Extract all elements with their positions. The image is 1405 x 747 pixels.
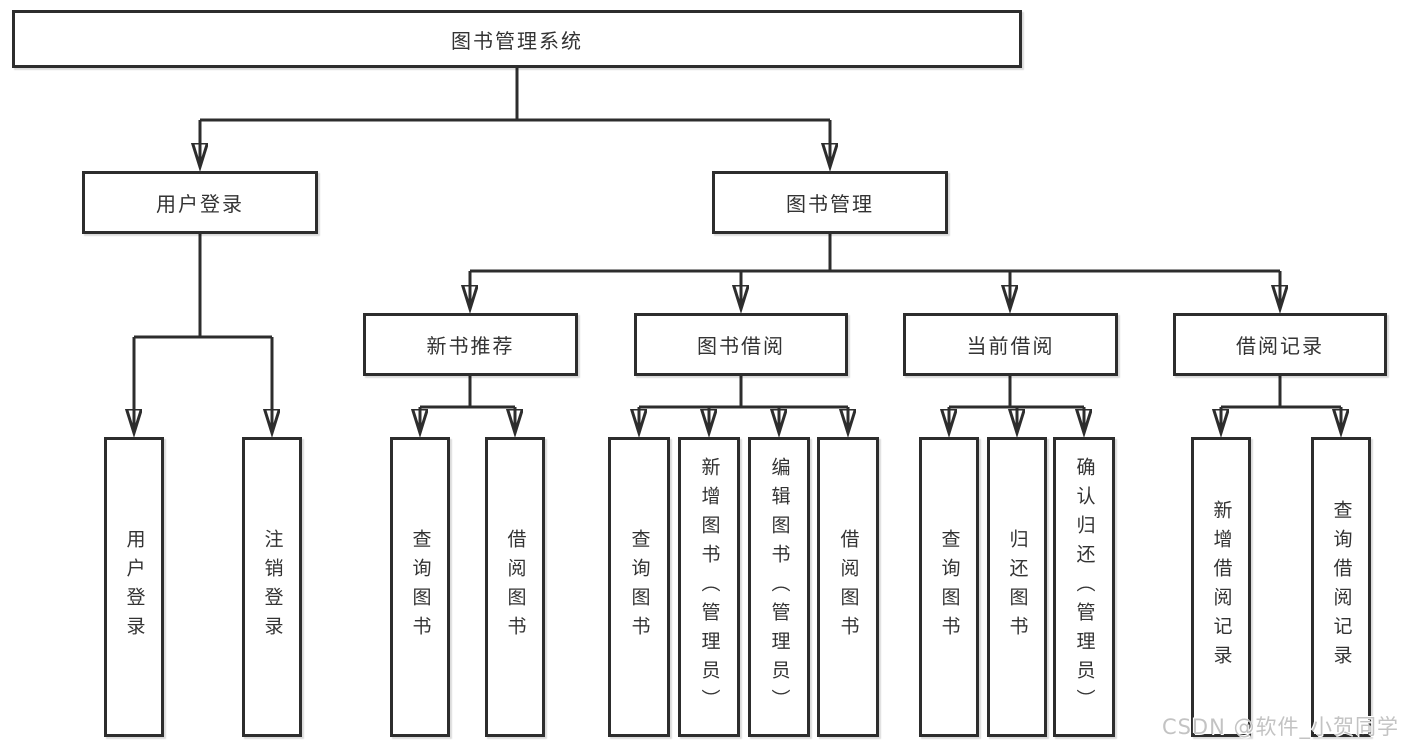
node-borrow-books-borrow-label: 借阅图书 bbox=[837, 529, 860, 645]
node-borrowing-records-label: 借阅记录 bbox=[1236, 334, 1324, 358]
node-edit-book-admin-label: 编辑图书（管理员） bbox=[768, 456, 791, 718]
node-return-book: 归还图书 bbox=[987, 437, 1047, 737]
node-user-login-label: 用户登录 bbox=[156, 192, 244, 216]
node-confirm-return-admin: 确认归还（管理员） bbox=[1053, 437, 1115, 737]
node-user-login-leaf-label: 用户登录 bbox=[123, 529, 146, 645]
node-new-book-recommend-label: 新书推荐 bbox=[426, 334, 515, 358]
node-edit-book-admin: 编辑图书（管理员） bbox=[748, 437, 810, 737]
node-query-borrow-record-label: 查询借阅记录 bbox=[1330, 500, 1353, 674]
node-add-book-admin: 新增图书（管理员） bbox=[678, 437, 740, 737]
node-query-books-current: 查询图书 bbox=[919, 437, 979, 737]
node-return-book-label: 归还图书 bbox=[1006, 529, 1029, 645]
node-query-books-current-label: 查询图书 bbox=[938, 529, 961, 645]
node-logout-label: 注销登录 bbox=[261, 529, 284, 645]
node-query-books-recommend: 查询图书 bbox=[390, 437, 450, 737]
node-query-borrow-record: 查询借阅记录 bbox=[1311, 437, 1371, 737]
node-new-book-recommend: 新书推荐 bbox=[363, 313, 578, 376]
node-borrow-books-recommend: 借阅图书 bbox=[485, 437, 545, 737]
node-borrow-books-borrow: 借阅图书 bbox=[817, 437, 879, 737]
node-book-management: 图书管理 bbox=[712, 171, 948, 234]
node-book-borrowing-label: 图书借阅 bbox=[697, 334, 785, 358]
node-add-borrow-record: 新增借阅记录 bbox=[1191, 437, 1251, 737]
node-confirm-return-admin-label: 确认归还（管理员） bbox=[1073, 456, 1096, 718]
node-add-borrow-record-label: 新增借阅记录 bbox=[1210, 500, 1233, 674]
node-borrow-books-recommend-label: 借阅图书 bbox=[504, 529, 527, 645]
node-book-management-label: 图书管理 bbox=[786, 192, 874, 216]
node-query-books-recommend-label: 查询图书 bbox=[409, 529, 432, 645]
node-user-login: 用户登录 bbox=[82, 171, 318, 234]
node-user-login-leaf: 用户登录 bbox=[104, 437, 164, 737]
node-query-books-borrow-label: 查询图书 bbox=[628, 529, 651, 645]
node-add-book-admin-label: 新增图书（管理员） bbox=[698, 456, 721, 718]
node-borrowing-records: 借阅记录 bbox=[1173, 313, 1387, 376]
node-root: 图书管理系统 bbox=[12, 10, 1022, 68]
node-current-borrowing: 当前借阅 bbox=[903, 313, 1118, 376]
csdn-watermark: CSDN @软件_小贺同学 bbox=[1161, 715, 1399, 739]
node-root-label: 图书管理系统 bbox=[451, 28, 583, 53]
node-logout: 注销登录 bbox=[242, 437, 302, 737]
node-current-borrowing-label: 当前借阅 bbox=[966, 334, 1055, 358]
node-book-borrowing: 图书借阅 bbox=[634, 313, 848, 376]
connector-arrows bbox=[134, 120, 1341, 433]
node-query-books-borrow: 查询图书 bbox=[608, 437, 670, 737]
